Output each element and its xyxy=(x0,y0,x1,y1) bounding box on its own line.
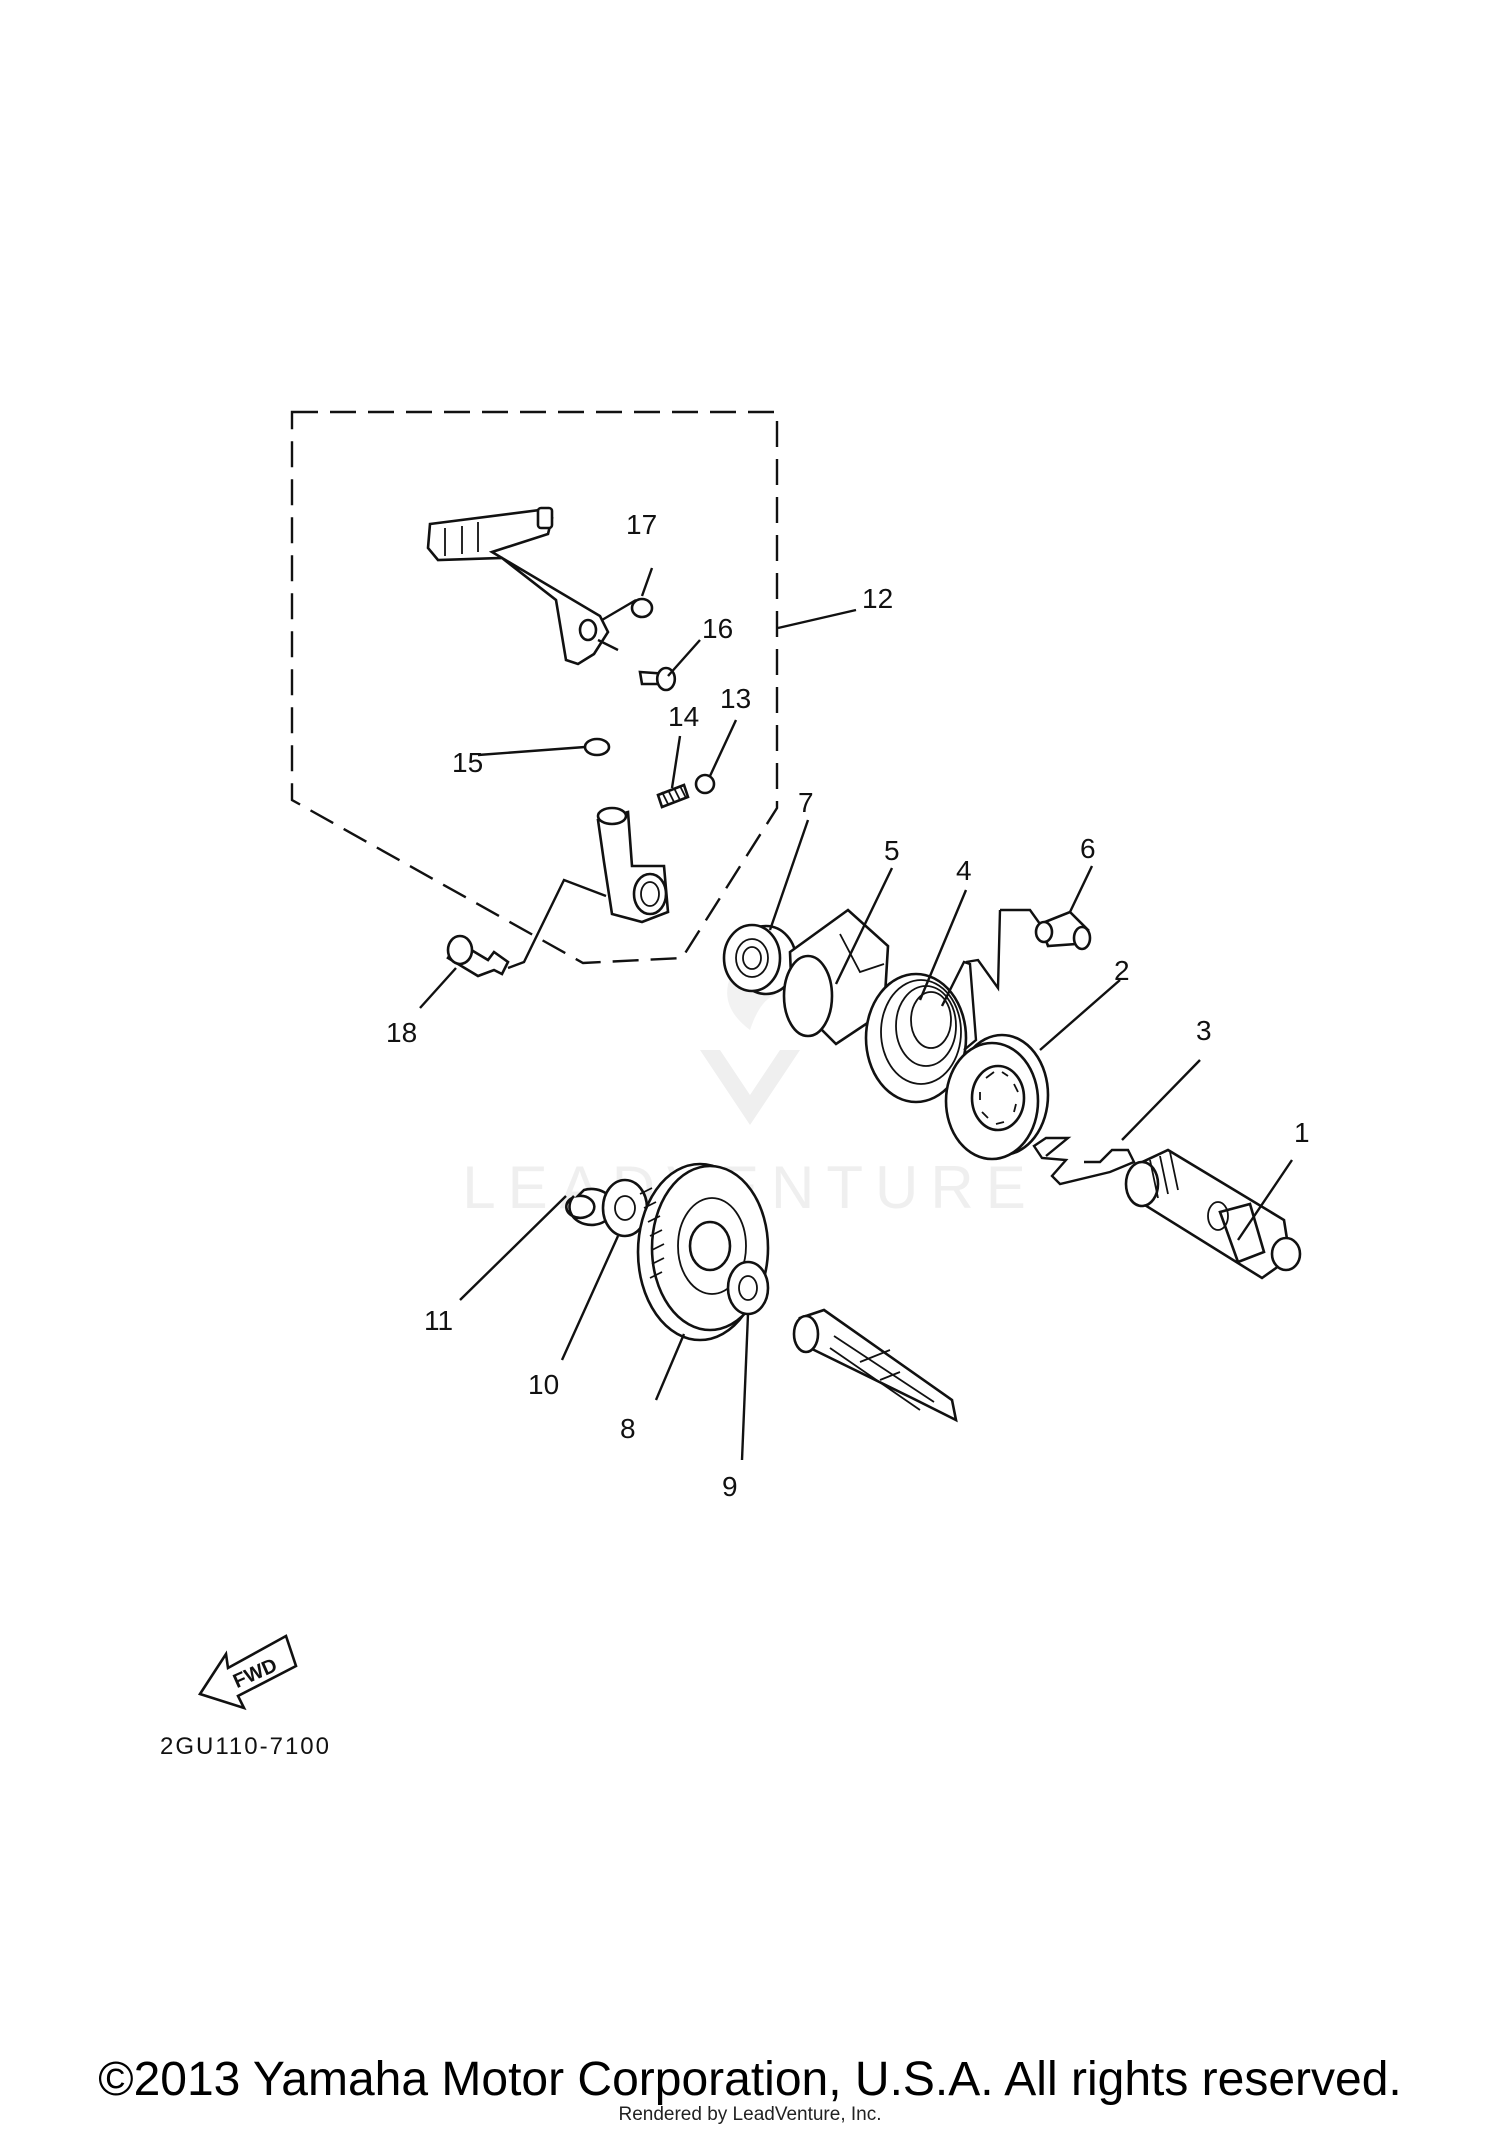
pin-6-path xyxy=(1000,908,1041,925)
callout-2: 2 xyxy=(1114,955,1130,986)
oil-seal-7 xyxy=(722,923,798,996)
circlip-11 xyxy=(565,1187,615,1227)
torsion-spring-4 xyxy=(864,909,1002,1104)
bolt-18-path xyxy=(507,878,607,970)
main-axle xyxy=(792,1308,958,1423)
callout-3: 3 xyxy=(1196,1015,1212,1046)
leader-lines xyxy=(419,567,1293,1461)
pin-6 xyxy=(1034,910,1092,951)
callout-16: 16 xyxy=(702,613,733,644)
callout-5: 5 xyxy=(884,835,900,866)
callout-4: 4 xyxy=(956,855,972,886)
circlip-15 xyxy=(583,737,611,757)
washer-9 xyxy=(726,1260,770,1316)
callout-1: 1 xyxy=(1294,1117,1310,1148)
drawing-code: 2GU110-7100 xyxy=(160,1733,331,1760)
callout-8: 8 xyxy=(620,1413,636,1444)
callout-6: 6 xyxy=(1080,833,1096,864)
callout-15: 15 xyxy=(452,747,483,778)
bolt-18 xyxy=(446,934,510,978)
assembly-boundary xyxy=(290,410,779,965)
callout-labels: 1 2 3 4 5 6 7 8 9 10 11 12 13 14 15 16 1… xyxy=(386,509,1310,1502)
kick-shaft-1 xyxy=(1124,1148,1302,1280)
screw-16 xyxy=(638,666,677,692)
kick-crank-boss xyxy=(596,806,670,924)
callout-18: 18 xyxy=(386,1017,417,1048)
callout-13: 13 xyxy=(720,683,751,714)
callout-10: 10 xyxy=(528,1369,559,1400)
ball-13 xyxy=(694,773,716,795)
copyright-notice: ©2013 Yamaha Motor Corporation, U.S.A. A… xyxy=(98,2053,1402,2106)
callout-12: 12 xyxy=(862,583,893,614)
kick-crank-lever xyxy=(426,506,610,666)
callout-17: 17 xyxy=(626,509,657,540)
callout-11: 11 xyxy=(424,1305,453,1336)
rendered-by-text: Rendered by LeadVenture, Inc. xyxy=(618,2104,882,2125)
spring-14 xyxy=(656,783,690,809)
ratchet-wheel-2 xyxy=(944,1033,1050,1161)
callout-7: 7 xyxy=(798,787,814,818)
clip-3 xyxy=(1032,1136,1136,1186)
callout-9: 9 xyxy=(722,1471,738,1502)
fwd-arrow-icon: FWD xyxy=(197,1634,298,1711)
ball-17 xyxy=(630,597,654,619)
callout-14: 14 xyxy=(668,701,699,732)
